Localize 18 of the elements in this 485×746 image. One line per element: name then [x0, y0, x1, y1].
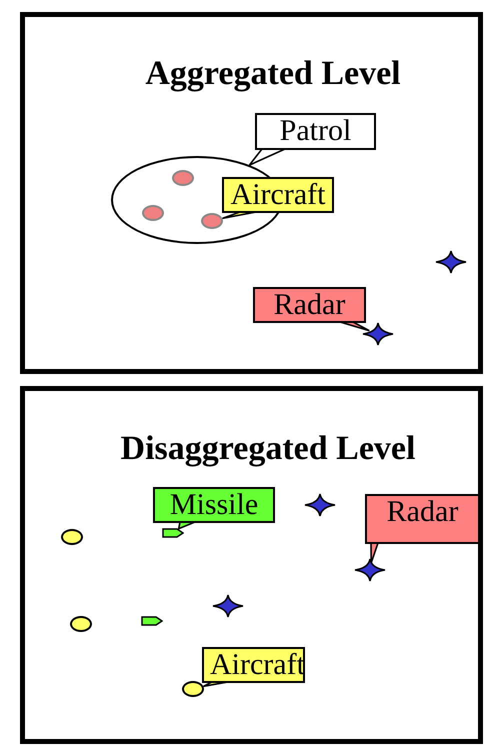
callout-box: Radar	[365, 494, 480, 544]
panel	[20, 386, 483, 744]
marker-dot	[182, 681, 204, 697]
panel-heading: Disaggregated Level	[120, 432, 416, 466]
star-icon	[354, 558, 386, 582]
pointer-icon	[141, 616, 163, 626]
star-icon	[212, 594, 244, 618]
panel-heading: Aggregated Level	[145, 57, 401, 91]
star-icon	[435, 250, 467, 274]
marker-dot	[142, 205, 164, 221]
marker-dot	[172, 170, 194, 186]
marker-dot	[61, 529, 83, 545]
star-icon	[362, 322, 394, 346]
marker-dot	[70, 616, 92, 632]
pointer-icon	[162, 528, 184, 538]
panel	[20, 12, 483, 374]
marker-dot	[201, 213, 223, 229]
star-icon	[304, 493, 336, 517]
